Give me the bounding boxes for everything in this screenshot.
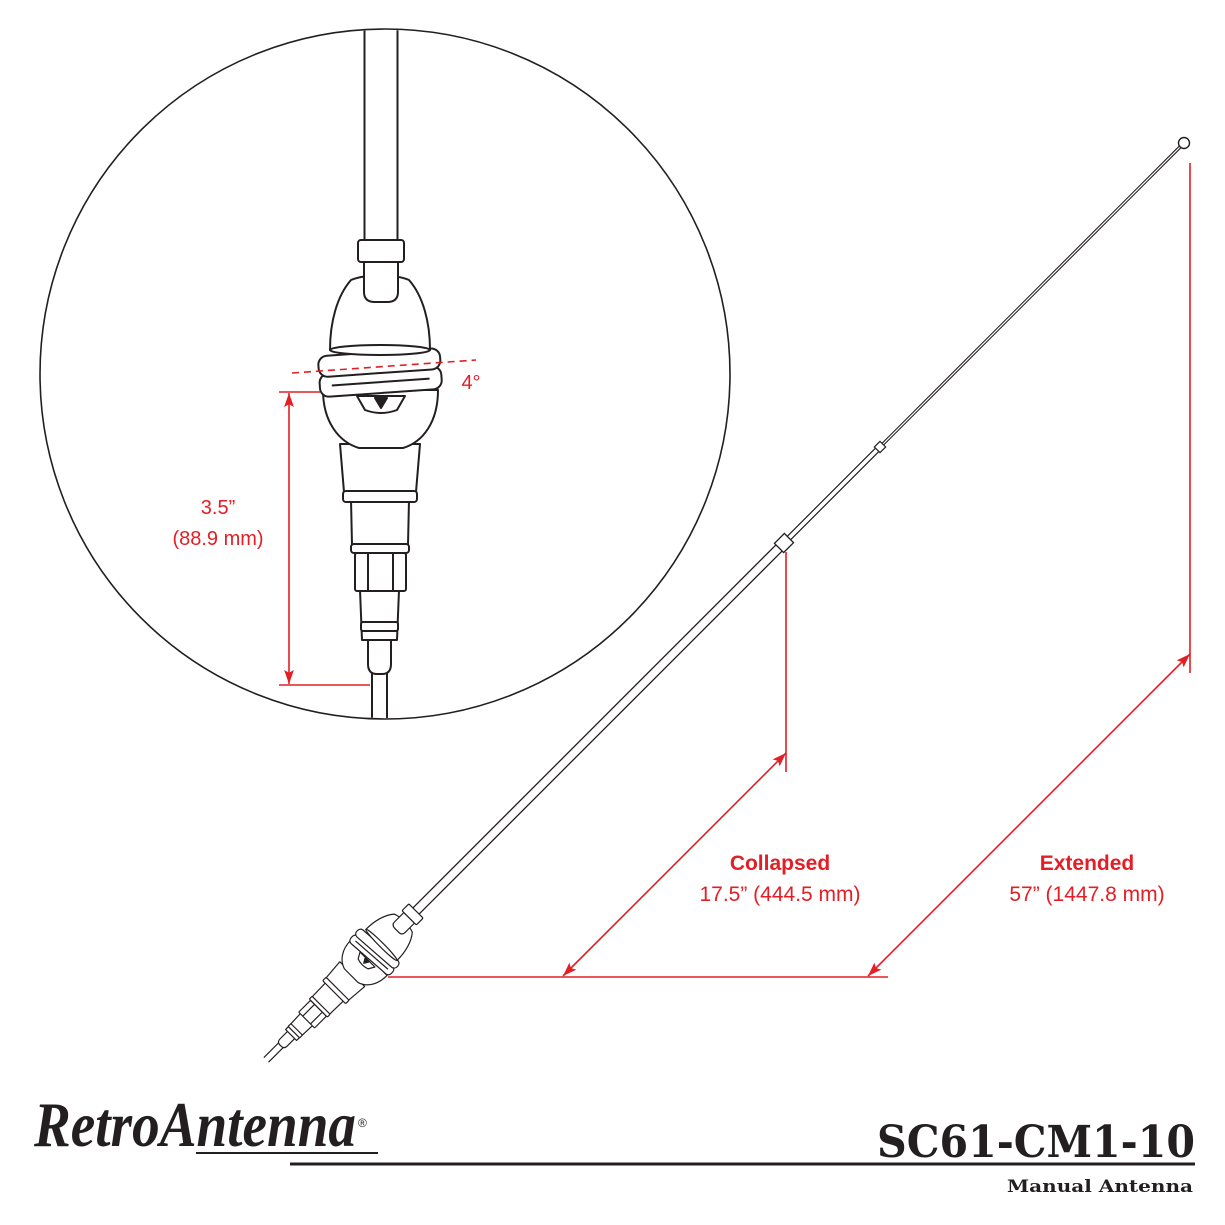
detail-mast [363,30,399,243]
detail-base [317,239,443,718]
mast-section-top [879,146,1181,448]
footer: RetroAntenna ® SC61-CM1-10 Manual Antenn… [33,1089,1195,1197]
detail-view: 4° 3.5” (88.9 mm) [39,28,731,720]
model-number: SC61-CM1-10 [877,1117,1195,1168]
mast-section-middle [782,445,882,545]
full-antenna-view: Collapsed 17.5” (444.5 mm) Extended 57” … [246,136,1191,1080]
angle-reference-line [291,359,477,374]
mast-joint-upper [873,440,887,454]
mast-section-bottom [413,540,787,914]
antenna-base [246,891,436,1080]
height-label: 3.5” [201,497,235,519]
product-name: Manual Antenna [1007,1177,1193,1197]
registered-mark: ® [358,1116,367,1130]
extended-label: Extended [1040,852,1135,875]
antenna-mast [412,136,1191,915]
antenna-tip-ball [1177,136,1191,150]
mast-joint-lower [773,532,795,554]
detail-content [317,30,443,718]
collapsed-label: Collapsed [730,852,830,875]
angle-label: 4° [461,372,480,394]
collapsed-dimension-arrow [562,752,787,977]
detail-circle [39,28,731,720]
extended-value: 57” (1447.8 mm) [1009,883,1164,906]
extended-dimension-arrow [867,653,1191,977]
height-metric-label: (88.9 mm) [172,528,263,550]
logo-wordmark: RetroAntenna [33,1089,356,1160]
collapsed-value: 17.5” (444.5 mm) [699,883,860,906]
brand-logo: RetroAntenna ® [33,1089,378,1160]
